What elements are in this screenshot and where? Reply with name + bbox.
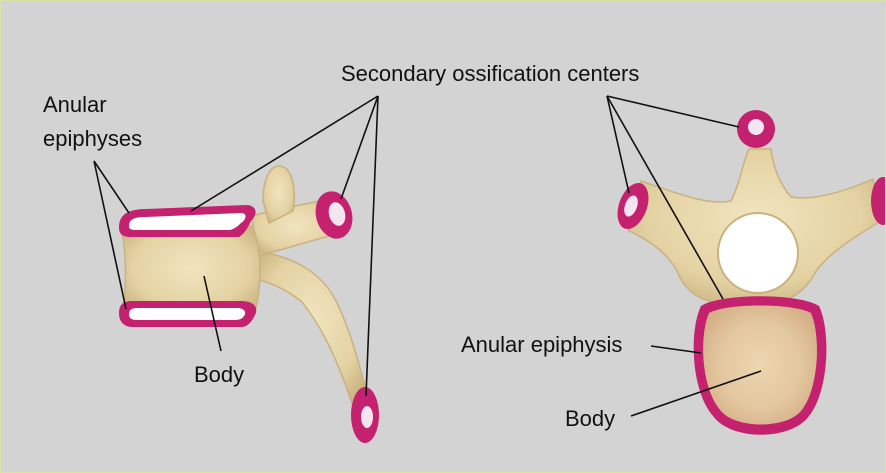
label-anular-epiphyses-line2: epiphyses (43, 126, 142, 151)
label-anular-epiphyses-line1: Anular (43, 92, 107, 117)
lateral-secondary-center-lower (351, 387, 379, 443)
superior-secondary-center-spinous (737, 110, 775, 148)
lateral-vertebra (119, 166, 379, 443)
superior-vertebra (612, 110, 886, 435)
label-body-right: Body (565, 406, 615, 431)
label-secondary-ossification-centers: Secondary ossification centers (341, 61, 639, 86)
label-anular-epiphysis: Anular epiphysis (461, 332, 622, 357)
lateral-spinous-process (253, 251, 369, 406)
vertebral-foramen (718, 213, 798, 293)
label-body-left: Body (194, 362, 244, 387)
